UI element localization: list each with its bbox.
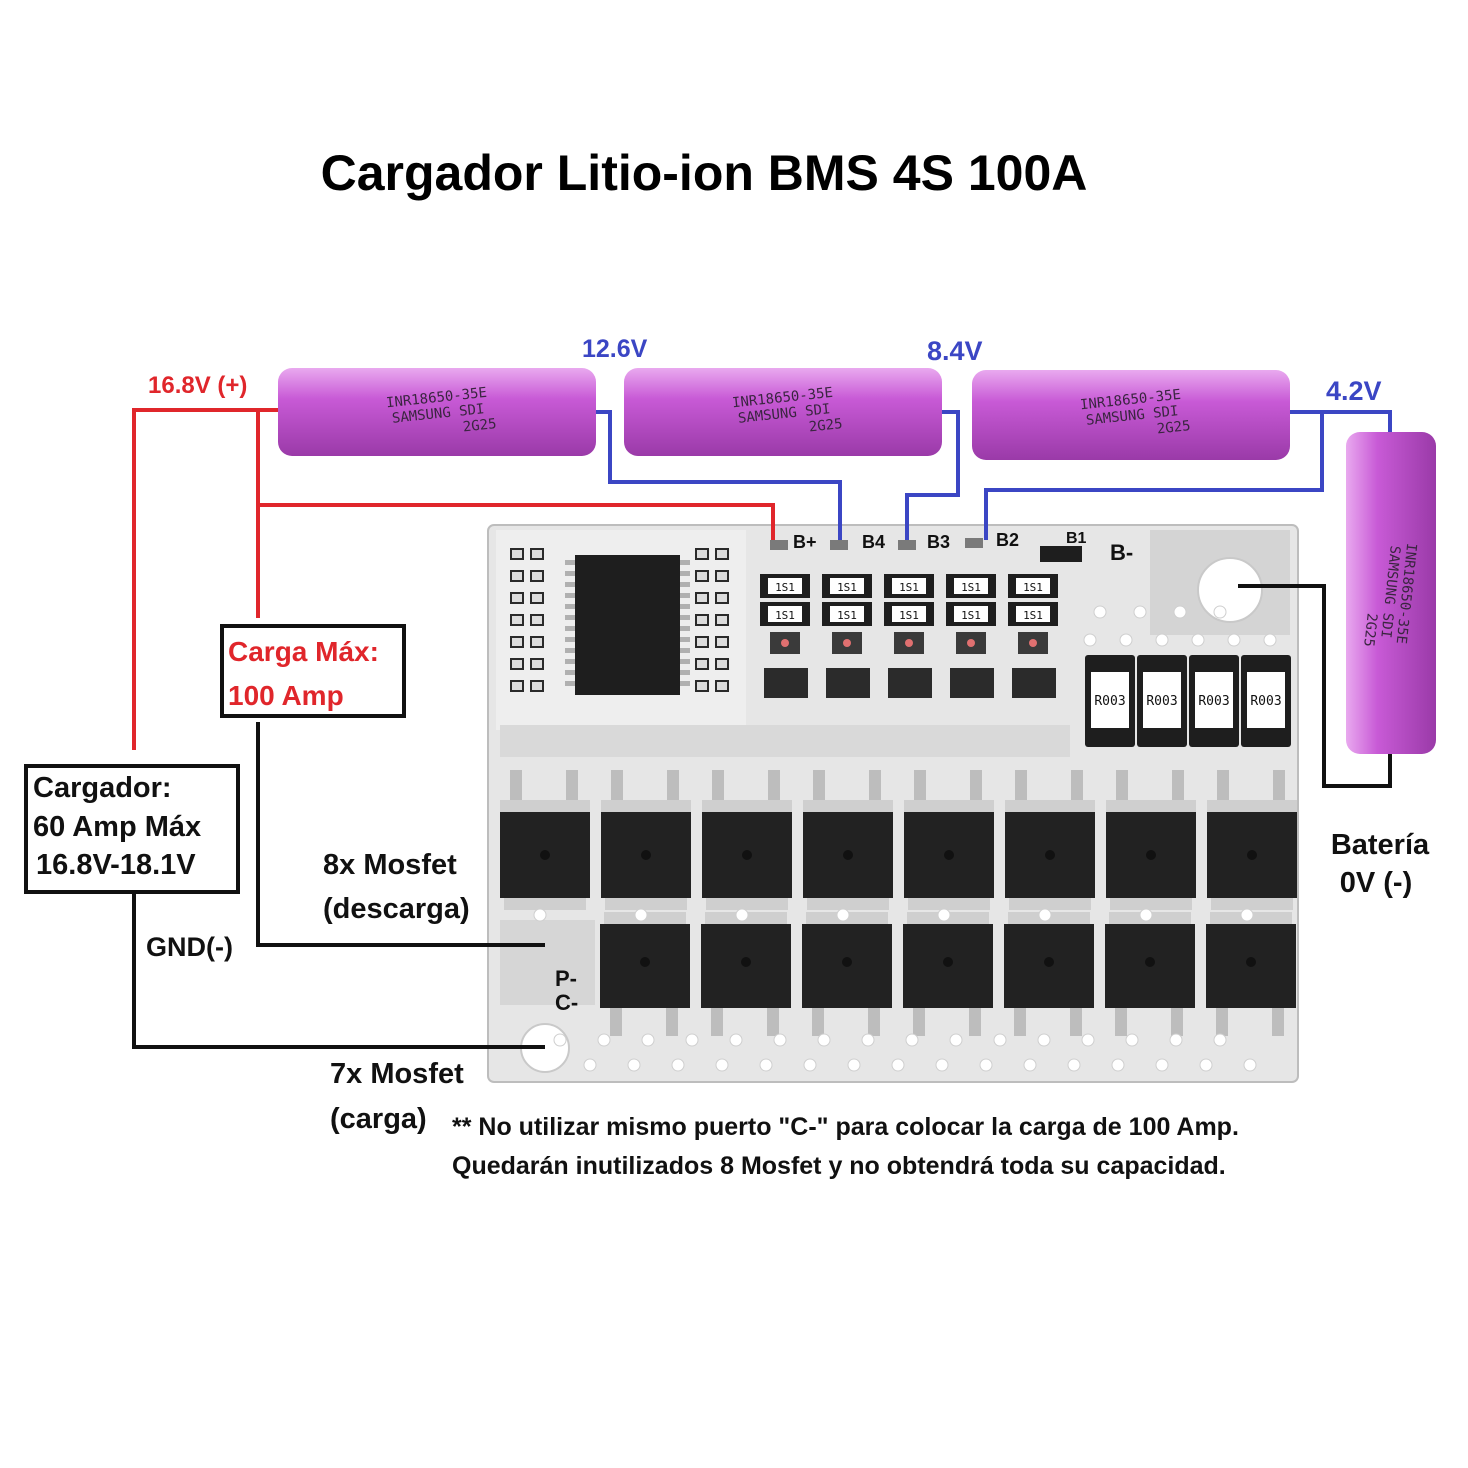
diode-4: 1S1 (822, 602, 872, 626)
svg-text:1S1: 1S1 (775, 581, 795, 594)
discharge-mosfet-label: 8x Mosfet (323, 849, 457, 881)
discharge-mosfet-sub: (descarga) (323, 893, 470, 925)
svg-text:1S1: 1S1 (775, 609, 795, 622)
discharge-mosfet-2 (601, 770, 691, 910)
diode-8: 1S1 (946, 602, 996, 626)
charger-voltage: 16.8V-18.1V (36, 849, 196, 881)
discharge-mosfet-1 (500, 770, 590, 910)
svg-text:R003: R003 (1198, 694, 1229, 709)
svg-text:1S1: 1S1 (899, 581, 919, 594)
charge-mosfet-3 (802, 912, 892, 1036)
svg-text:R003: R003 (1094, 694, 1125, 709)
max-load-title: Carga Máx: (228, 636, 379, 667)
warning-note-line-2: Quedarán inutilizados 8 Mosfet y no obte… (452, 1152, 1226, 1180)
svg-text:1S1: 1S1 (961, 609, 981, 622)
bminus-mount-hole (1197, 557, 1263, 623)
charger-box: Cargador: 60 Amp Máx 16.8V-18.1V (24, 764, 240, 894)
diode-7: 1S1 (946, 574, 996, 598)
svg-text:R003: R003 (1250, 694, 1281, 709)
charge-mosfet-sub: (carga) (330, 1103, 427, 1135)
bms-ic-chip (575, 555, 680, 695)
balance-wires (596, 410, 1392, 540)
diode-5: 1S1 (884, 574, 934, 598)
battery-3: INR18650-35E SAMSUNG SDI 2G25 (972, 370, 1290, 460)
discharge-mosfet-3 (702, 770, 792, 910)
pad-label-b4: B4 (862, 532, 885, 552)
discharge-mosfet-8 (1207, 770, 1297, 910)
gnd-label: GND(-) (146, 932, 233, 962)
page-title: Cargador Litio-ion BMS 4S 100A (321, 145, 1088, 201)
shunt-resistor-4: R003 (1241, 655, 1291, 747)
pad-label-bplus: B+ (793, 532, 817, 552)
max-load-value: 100 Amp (228, 680, 344, 711)
battery-4-code: 2G25 (1360, 612, 1379, 647)
shunt-resistor-3: R003 (1189, 655, 1239, 747)
pad-label-cminus: C- (555, 990, 578, 1015)
pad-label-b2: B2 (996, 530, 1019, 550)
charge-mosfet-1 (600, 912, 690, 1036)
charger-title: Cargador: (33, 772, 172, 804)
positive-wires (132, 408, 775, 750)
battery-1: INR18650-35E SAMSUNG SDI 2G25 (278, 368, 596, 456)
voltage-8-4: 8.4V (927, 336, 983, 366)
charge-mosfet-label: 7x Mosfet (330, 1058, 464, 1090)
diode-6: 1S1 (884, 602, 934, 626)
battery-3-code: 2G25 (1156, 418, 1191, 437)
pad-label-b3: B3 (927, 532, 950, 552)
warning-note-line-1: ** No utilizar mismo puerto "C-" para co… (452, 1113, 1239, 1141)
negative-wires (132, 584, 1392, 1049)
battery-4: INR18650-35E SAMSUNG SDI 2G25 (1346, 432, 1436, 754)
pad-label-b1: B1 (1066, 530, 1087, 547)
battery-2-code: 2G25 (808, 416, 843, 435)
charge-mosfet-2 (701, 912, 791, 1036)
battery-negative-voltage: 0V (-) (1340, 867, 1413, 899)
battery-negative-label: Batería (1331, 829, 1430, 861)
battery-1-code: 2G25 (462, 416, 497, 435)
diode-10: 1S1 (1008, 602, 1058, 626)
charger-current: 60 Amp Máx (33, 811, 201, 843)
discharge-mosfet-5 (904, 770, 994, 910)
charge-mosfet-5 (1004, 912, 1094, 1036)
voltage-4-2: 4.2V (1326, 376, 1382, 406)
svg-text:1S1: 1S1 (1023, 581, 1043, 594)
battery-2: INR18650-35E SAMSUNG SDI 2G25 (624, 368, 942, 456)
diode-3: 1S1 (822, 574, 872, 598)
max-load-box: Carga Máx: 100 Amp (220, 624, 406, 718)
discharge-mosfet-7 (1106, 770, 1196, 910)
svg-text:1S1: 1S1 (899, 609, 919, 622)
discharge-mosfet-4 (803, 770, 893, 910)
pad-label-bminus: B- (1110, 540, 1133, 565)
svg-text:1S1: 1S1 (837, 581, 857, 594)
diode-1: 1S1 (760, 574, 810, 598)
svg-text:1S1: 1S1 (837, 609, 857, 622)
svg-text:1S1: 1S1 (1023, 609, 1043, 622)
shunt-resistor-2: R003 (1137, 655, 1187, 747)
svg-text:R003: R003 (1146, 694, 1177, 709)
pcb-board: 1S1 1S1 1S1 1S1 1S1 1S1 1S1 1S1 1S1 1S1 R003 R003 R… (487, 524, 1299, 1083)
voltage-12-6: 12.6V (582, 335, 648, 363)
diode-9: 1S1 (1008, 574, 1058, 598)
pad-label-pminus: P- (555, 966, 577, 991)
svg-text:1S1: 1S1 (961, 581, 981, 594)
voltage-16-8: 16.8V (+) (148, 372, 247, 399)
charge-mosfet-7 (1206, 912, 1296, 1036)
charge-mosfet-4 (903, 912, 993, 1036)
discharge-mosfet-6 (1005, 770, 1095, 910)
diode-2: 1S1 (760, 602, 810, 626)
shunt-resistor-1: R003 (1085, 655, 1135, 747)
